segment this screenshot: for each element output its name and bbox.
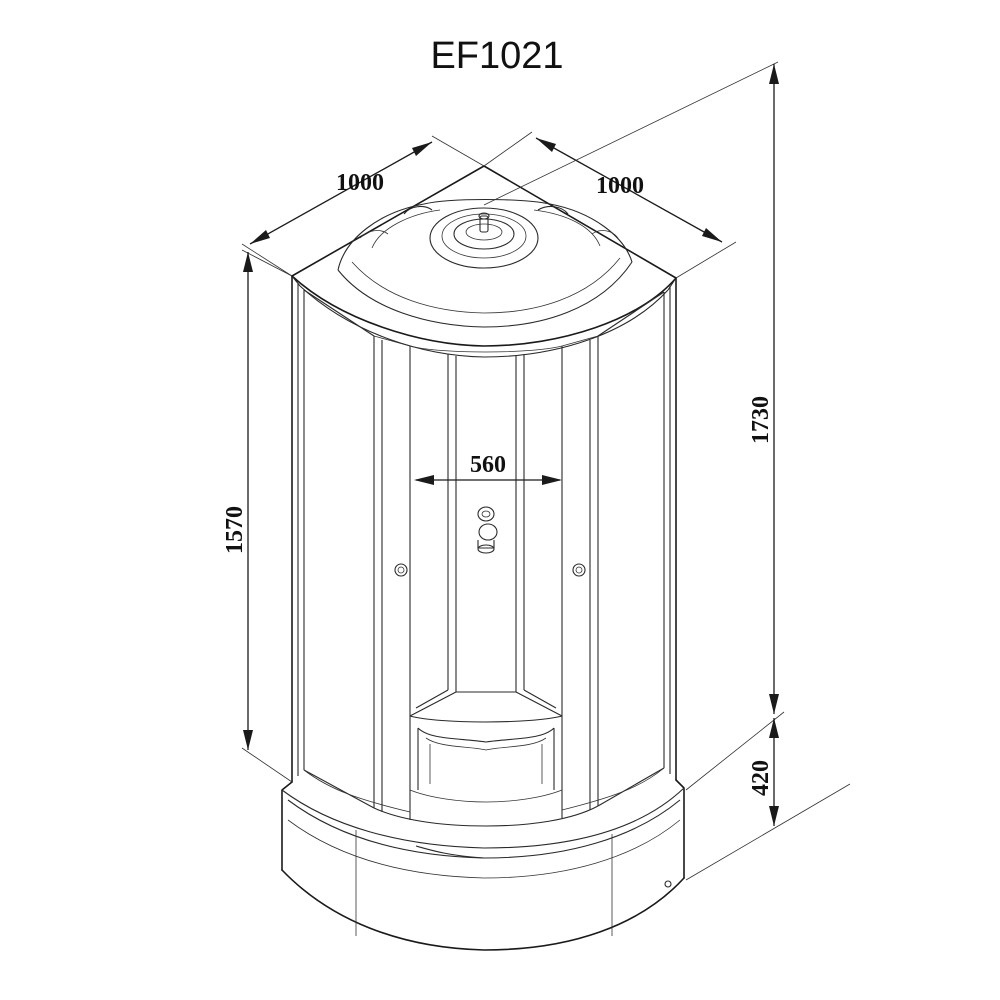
right-door-handle	[572, 563, 586, 577]
drain-icon	[664, 880, 672, 888]
model-title: EF1021	[430, 35, 563, 77]
dim-tray-height: 420	[685, 718, 851, 881]
cabin-height-label: 1570	[222, 506, 248, 554]
shower-cabin	[281, 165, 685, 951]
cabin-doors	[373, 335, 599, 820]
left-door-handle	[394, 563, 408, 577]
corner-seat	[409, 689, 563, 790]
width-left-label: 1000	[336, 170, 384, 196]
shower-tray	[281, 779, 685, 951]
dim-width-left: 1000	[241, 135, 485, 277]
dim-door-opening: 560	[414, 452, 562, 485]
door-opening-label: 560	[470, 452, 506, 478]
width-right-label: 1000	[596, 173, 644, 199]
total-height-label: 1730	[748, 396, 774, 444]
cabin-floor	[303, 767, 665, 827]
cabin-left-wall	[291, 275, 375, 809]
tray-height-label: 420	[748, 760, 774, 796]
cabin-right-wall	[597, 277, 677, 807]
dim-width-right: 1000	[483, 131, 737, 279]
mixer-tap	[477, 506, 498, 554]
dim-cabin-height: 1570	[222, 249, 293, 783]
cabin-roof	[291, 165, 677, 358]
dim-total-height: 1730	[483, 61, 785, 791]
